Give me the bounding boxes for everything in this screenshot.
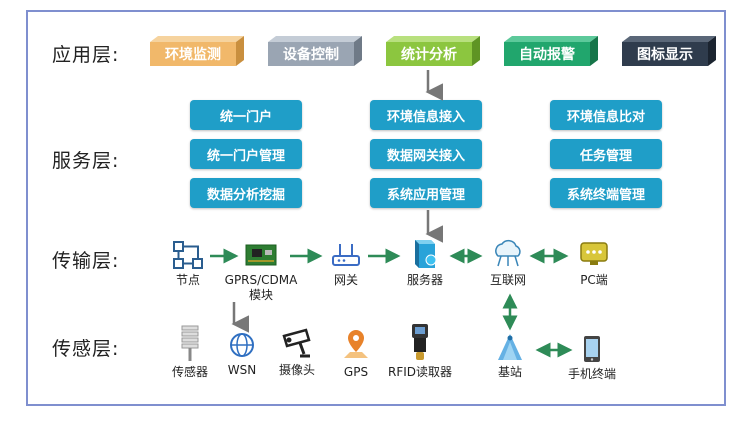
app-box-label: 统计分析 [401,47,457,63]
internet-label: 互联网 [489,273,526,287]
rfid-reader-icon [412,324,428,360]
pc-label: PC端 [580,273,608,287]
gprs-sub-label: 模块 [248,288,273,302]
rfid-label: RFID读取器 [387,365,453,379]
app-box-environment-monitoring: 环境监测 [150,36,244,66]
server-label: 服务器 [406,273,443,287]
node-wsn: WSN [222,330,262,378]
node-internet: 互联网 [482,238,534,288]
service-task-management: 任务管理 [550,139,662,169]
basestation-label: 基站 [497,365,522,379]
app-box-shape [386,36,480,66]
service-gateway-access: 数据网关接入 [370,139,482,169]
service-env-info-access: 环境信息接入 [370,100,482,130]
node-gateway: 网关 [326,240,366,288]
mobile-phone-icon [584,336,600,362]
map-pin-icon [344,330,368,358]
gateway-label: 网关 [333,273,358,287]
wsn-label: WSN [227,363,257,377]
app-box-label: 图标显示 [637,47,693,63]
router-icon [332,244,360,266]
service-data-mining: 数据分析挖掘 [190,178,302,208]
service-terminal-management: 系统终端管理 [550,178,662,208]
server-icon [415,240,437,268]
cloud-network-icon [495,240,521,267]
service-layer-label: 服务层: [52,150,120,172]
gprs-label: GPRS/CDMA [224,273,298,287]
node-gps: GPS [336,328,376,380]
sensor-label: 传感器 [171,365,208,379]
app-box-statistical-analysis: 统计分析 [386,36,480,66]
base-station-icon [498,334,522,360]
weather-sensor-icon [181,325,199,361]
camera-icon [282,328,311,358]
node-topology-icon [173,241,203,269]
node-mobile-terminal: 手机终端 [560,334,624,382]
sensing-layer-label: 传感层: [52,338,120,360]
pc-terminal-icon [580,242,608,265]
mobile-label: 手机终端 [567,367,616,381]
node-pc: PC端 [572,240,616,288]
service-unified-portal: 统一门户 [190,100,302,130]
node-sensor: 传感器 [168,324,212,380]
app-box-label: 环境监测 [165,47,221,63]
node-base-station: 基站 [488,332,532,380]
globe-network-icon [230,333,254,357]
app-box-shape [622,36,716,66]
circuit-board-icon [245,244,277,266]
diagram-frame [26,10,726,406]
app-box-shape [268,36,362,66]
app-box-auto-alarm: 自动报警 [504,36,598,66]
app-box-shape [150,36,244,66]
node-sensor-node: 节点 [168,240,208,288]
app-box-label: 自动报警 [519,47,575,63]
camera-label: 摄像头 [278,363,315,377]
node-camera: 摄像头 [272,326,322,378]
node-gprs-module: GPRS/CDMA 模块 [216,240,306,303]
node-label: 节点 [175,273,200,287]
service-system-app-management: 系统应用管理 [370,178,482,208]
gps-label: GPS [343,365,369,379]
application-layer-label: 应用层: [52,44,120,66]
app-box-chart-display: 图标显示 [622,36,716,66]
service-env-info-compare: 环境信息比对 [550,100,662,130]
app-box-device-control: 设备控制 [268,36,362,66]
transport-layer-label: 传输层: [52,250,120,272]
app-box-label: 设备控制 [283,47,339,63]
node-rfid-reader: RFID读取器 [380,322,460,380]
service-portal-management: 统一门户管理 [190,139,302,169]
app-box-shape [504,36,598,66]
node-server: 服务器 [400,236,450,288]
